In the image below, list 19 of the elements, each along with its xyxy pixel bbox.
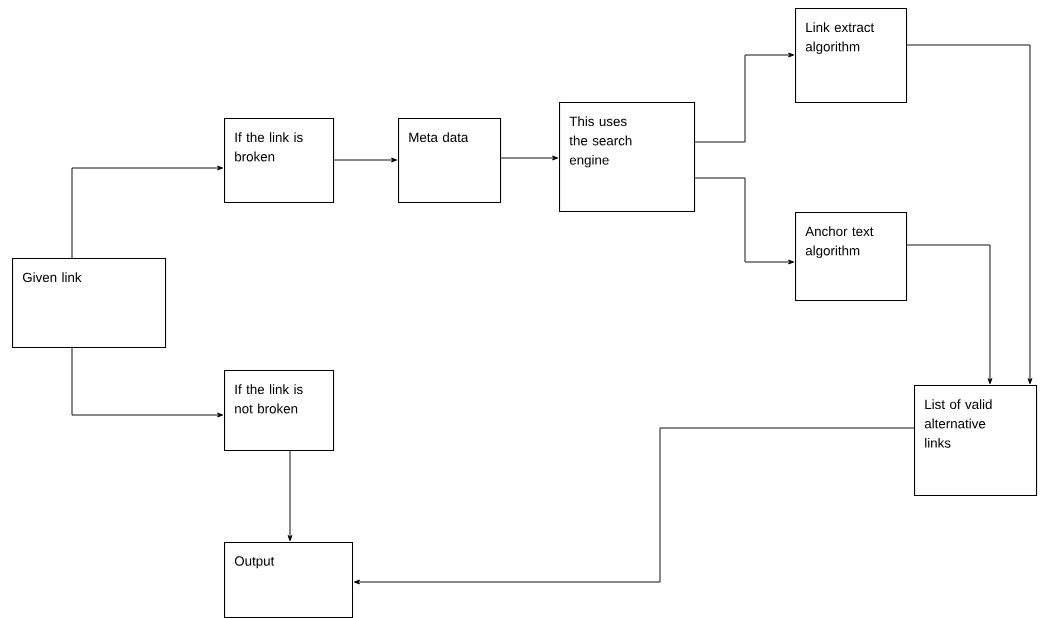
process-box: List of valid alternative links — [914, 385, 1038, 497]
arrow — [694, 52, 795, 143]
arrow — [333, 157, 398, 163]
process-box: Anchor text algorithm — [795, 212, 908, 302]
process-box: Link extract algorithm — [795, 8, 908, 104]
arrow — [906, 244, 993, 385]
process-box: If the link is not broken — [224, 370, 335, 452]
arrow — [353, 427, 915, 585]
arrow — [71, 347, 224, 418]
arrow — [71, 165, 224, 259]
arrow — [906, 44, 1033, 385]
process-box: Meta data — [398, 118, 502, 204]
process-box: Output — [224, 542, 354, 618]
arrow — [694, 177, 795, 265]
process-box: If the link is broken — [224, 118, 335, 204]
arrow — [500, 155, 559, 161]
process-box: Given link — [12, 258, 167, 349]
process-box: This uses the search engine — [559, 102, 696, 213]
arrow — [287, 450, 293, 542]
